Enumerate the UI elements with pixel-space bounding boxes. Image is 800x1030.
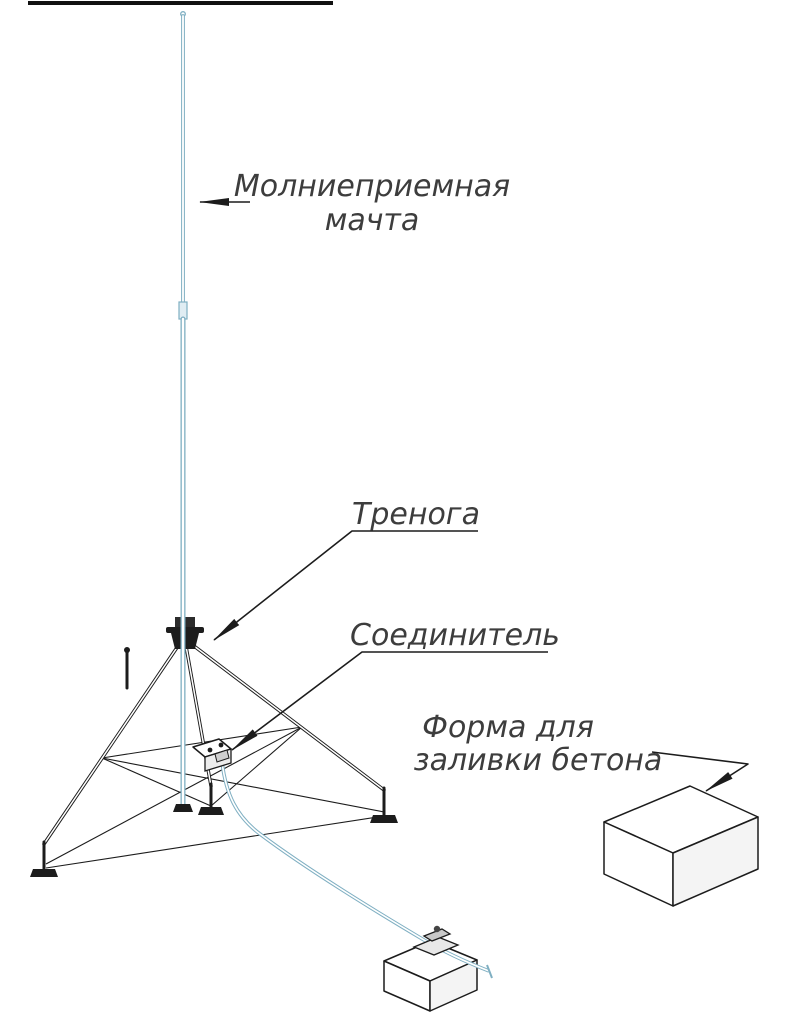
connector-bracket xyxy=(192,738,232,772)
conductor-wire xyxy=(220,761,490,973)
mast-label-line2: мачта xyxy=(325,203,420,238)
concrete-form-box xyxy=(603,785,759,907)
connector-bolt xyxy=(218,742,224,748)
tripod-brace xyxy=(101,757,385,813)
connector-label: Соединитель xyxy=(350,618,560,653)
mast-label-line1: Молниеприемная xyxy=(234,169,510,204)
block-clamp xyxy=(412,925,460,956)
callout-labels: Молниеприемная мачта Тренога Соединитель… xyxy=(234,169,662,778)
tripod-lock-bolt-head xyxy=(124,647,130,653)
clamp-bolt xyxy=(433,925,441,933)
connector-leader-arrow xyxy=(231,651,548,751)
tripod-foot-pad xyxy=(370,815,398,823)
callout-leaders xyxy=(199,198,749,792)
mast-telescopic-joint xyxy=(178,301,188,320)
small-concrete-block xyxy=(383,940,478,1012)
tripod-brace xyxy=(210,726,303,807)
conductor-wire-highlight xyxy=(221,761,490,972)
form-label-line2: заливки бетона xyxy=(414,743,663,778)
connector-clamp-piece xyxy=(214,749,230,763)
tripod-leg-highlight xyxy=(43,645,179,845)
form-label-line1: Форма для xyxy=(422,710,594,745)
tripod-label: Тренога xyxy=(352,497,480,532)
mast-base-foot xyxy=(173,804,193,812)
tripod-brace xyxy=(45,726,303,865)
tripod-foot-pad xyxy=(30,869,58,877)
tripod-foot-pad xyxy=(198,807,224,815)
box-right-face xyxy=(672,816,759,907)
lightning-mast xyxy=(173,11,193,812)
tripod-brace xyxy=(101,757,212,807)
connector-bolt xyxy=(207,747,213,753)
form-leader-arrow xyxy=(651,751,749,792)
block-right-face xyxy=(429,959,478,1012)
down-conductor-wire xyxy=(220,761,493,979)
tripod-base-brace xyxy=(45,815,385,869)
wire-end-tip xyxy=(486,964,493,979)
tripod-leg-highlight xyxy=(193,645,385,791)
tripod-leader-arrow xyxy=(213,530,478,641)
